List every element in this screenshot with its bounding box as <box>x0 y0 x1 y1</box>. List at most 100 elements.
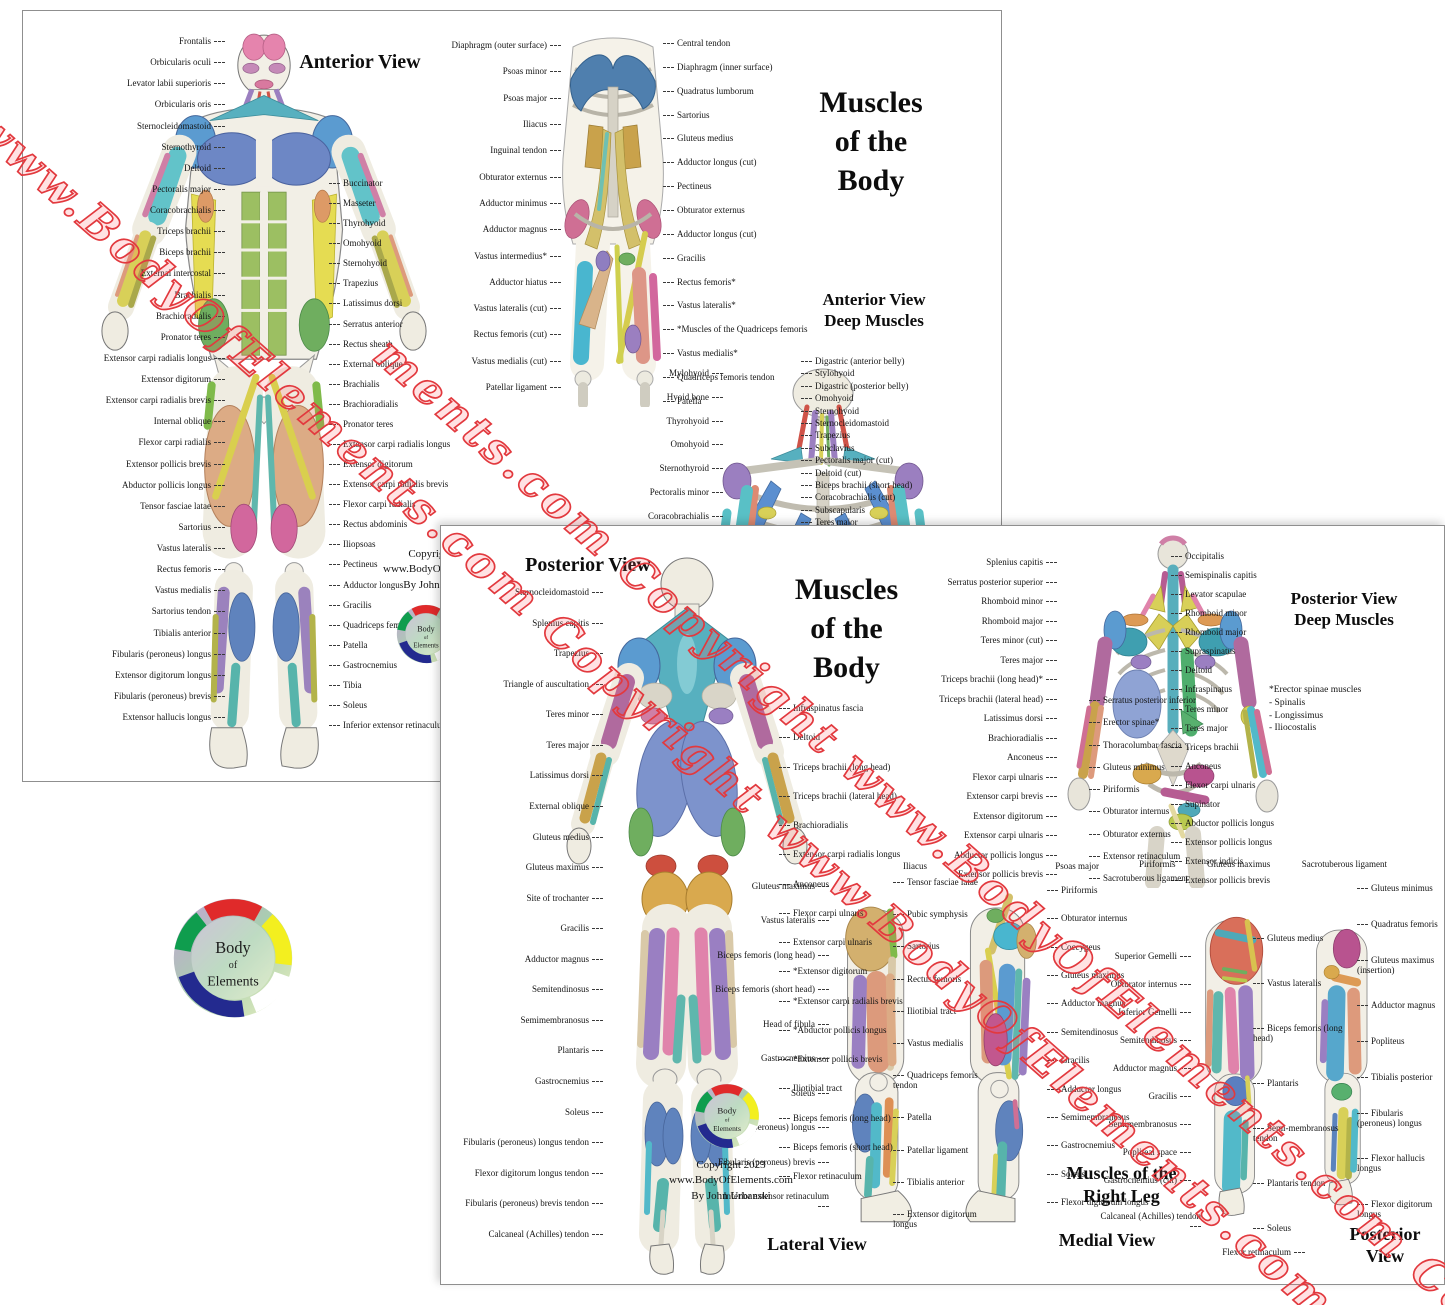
poster-posterior: Posterior View <box>440 525 1445 1285</box>
muscle-label: Supraspinatus <box>1171 646 1236 657</box>
muscle-label: Adductor longus (cut) <box>663 157 756 168</box>
muscle-label: Teres minor (cut) <box>981 635 1057 646</box>
muscle-label: Quadriceps femoris tendon <box>893 1070 997 1091</box>
muscle-label: Vastus medialis* <box>663 348 738 359</box>
muscle-label: Gluteus medius <box>663 134 733 144</box>
muscle-label: Fibularis (peroneus) longus <box>112 649 225 660</box>
muscle-label: Vastus lateralis <box>1253 978 1321 989</box>
muscle-label: Adductor longus <box>329 580 403 591</box>
muscle-label: Sternocleidomastoid <box>515 587 603 598</box>
muscle-label: Biceps femoris (short head) <box>779 1142 893 1153</box>
muscle-label: Gastrocnemius <box>329 660 397 671</box>
muscle-label: Extensor digitorum <box>329 459 413 470</box>
muscle-label: Brachialis <box>329 379 380 390</box>
logo-line: Body <box>215 938 251 957</box>
logo-line: Body <box>717 1105 737 1115</box>
muscle-label: Obturator internus <box>1047 913 1127 924</box>
muscle-label: Fibularis (peroneus) brevis tendon <box>465 1198 603 1209</box>
muscle-label: Biceps brachii <box>159 247 225 258</box>
muscle-label: Supinator <box>1171 799 1220 810</box>
muscle-label: Extensor indicis <box>1171 856 1243 867</box>
muscle-label: *Abductor pollicis longus <box>779 1025 887 1036</box>
muscle-label: Adductor longus <box>1047 1084 1121 1095</box>
muscle-label: Rectus abdominis <box>329 519 407 530</box>
muscle-label: Fibularis (peroneus) brevis <box>114 691 225 702</box>
muscle-label: Obturator externus <box>479 172 561 183</box>
muscle-label: Stylohyoid <box>801 369 855 379</box>
muscle-label: Inferior extensor retinaculum <box>329 720 448 731</box>
muscle-label: Rectus femoris (cut) <box>474 330 561 340</box>
muscle-label: Thoracolumbar fascia <box>1089 740 1182 751</box>
muscle-label: Deltoid <box>184 163 225 174</box>
muscle-label: Coccygeus <box>1047 942 1101 953</box>
muscle-label: Abductor pollicis longus <box>954 850 1057 861</box>
muscle-label: Quadratus femoris <box>1357 919 1438 930</box>
right-leg-heading: Muscles of the Right Leg <box>1049 1162 1194 1207</box>
heading-line: Muscles of the <box>1066 1163 1177 1183</box>
muscle-label: Gluteus maximus <box>1207 859 1271 869</box>
muscle-label: Masseter <box>329 198 376 209</box>
muscle-label: Infraspinatus <box>1171 685 1232 695</box>
muscle-label: Extensor carpi brevis <box>967 791 1057 802</box>
muscle-label: Biceps femoris (long head) <box>717 950 829 961</box>
muscle-label: Patella <box>329 640 368 651</box>
muscle-label: Triceps brachii (long head)* <box>941 674 1057 685</box>
logo-line: of <box>229 960 238 971</box>
muscle-label: Piriformis <box>1089 784 1140 795</box>
muscle-label: Gastrocnemius <box>535 1076 603 1087</box>
muscle-label: Calcaneal (Achilles) tendon <box>489 1229 603 1240</box>
title-line: of the <box>834 125 908 158</box>
muscle-label: Internal oblique <box>154 416 225 427</box>
muscle-label: Occipitalis <box>1171 551 1224 562</box>
muscle-label: Flexor carpi ulnaris <box>1171 780 1255 791</box>
muscle-label: Semitendinosus <box>1047 1027 1118 1038</box>
body-of-elements-logo: Body of Elements <box>170 895 296 1021</box>
muscle-label: Plantaris tendon <box>1253 1178 1325 1189</box>
muscle-label: Adductor magnus <box>1047 999 1125 1009</box>
muscle-label: Pectineus <box>663 181 712 192</box>
muscle-label: Rectus femoris <box>893 974 961 985</box>
muscle-label: Teres minor <box>546 709 603 720</box>
muscle-label: Obturator externus <box>663 205 745 216</box>
muscle-label: Levator labii superioris <box>127 78 225 89</box>
muscle-label: Flexor digitorum longus <box>1357 1199 1441 1220</box>
muscle-label: Abductor pollicis longus <box>122 480 225 491</box>
muscle-label: Brachioradialis <box>329 399 398 410</box>
muscle-label: Tibialis posterior <box>1357 1072 1432 1083</box>
muscle-label: Pronator teres <box>161 332 225 343</box>
muscle-label: Sternothyroid <box>660 463 724 474</box>
muscle-label: Extensor retinaculum <box>1089 851 1180 862</box>
muscle-label: Triceps brachii <box>1171 742 1239 753</box>
logo-line: of <box>725 1116 730 1123</box>
muscle-label: Rectus femoris* <box>663 277 736 288</box>
logo-line: Elements <box>207 974 259 989</box>
muscle-label: Iliopsoas <box>329 540 376 550</box>
muscle-label: Omohyoid <box>801 393 854 404</box>
muscle-label: Biceps femoris (short head) <box>715 985 829 995</box>
muscle-label: Sternocleidomastoid <box>801 418 889 429</box>
muscle-label: Gluteus minimus <box>1089 762 1165 773</box>
muscle-label: Gluteus medius <box>533 832 603 843</box>
muscle-label: Thyrohyoid <box>329 218 386 229</box>
muscle-label: Sartorius <box>179 522 226 533</box>
muscle-label: Extensor digitorum <box>973 811 1057 822</box>
muscle-label: Gastrocnemius <box>1047 1140 1115 1151</box>
muscle-label: Quadriceps femoris <box>329 620 414 631</box>
muscle-label: Fibularis (peroneus) longus tendon <box>463 1137 603 1148</box>
muscle-label: Sartorius <box>893 942 940 952</box>
muscle-label: Vastus lateralis <box>761 916 829 926</box>
muscle-label: Patella <box>893 1113 932 1123</box>
muscle-label: Deltoid <box>779 732 820 743</box>
muscle-label: *Extensor carpi radialis brevis <box>779 996 903 1007</box>
muscle-label: Orbicularis oculi <box>150 57 225 68</box>
muscle-label: Semitendinosus <box>532 984 603 995</box>
